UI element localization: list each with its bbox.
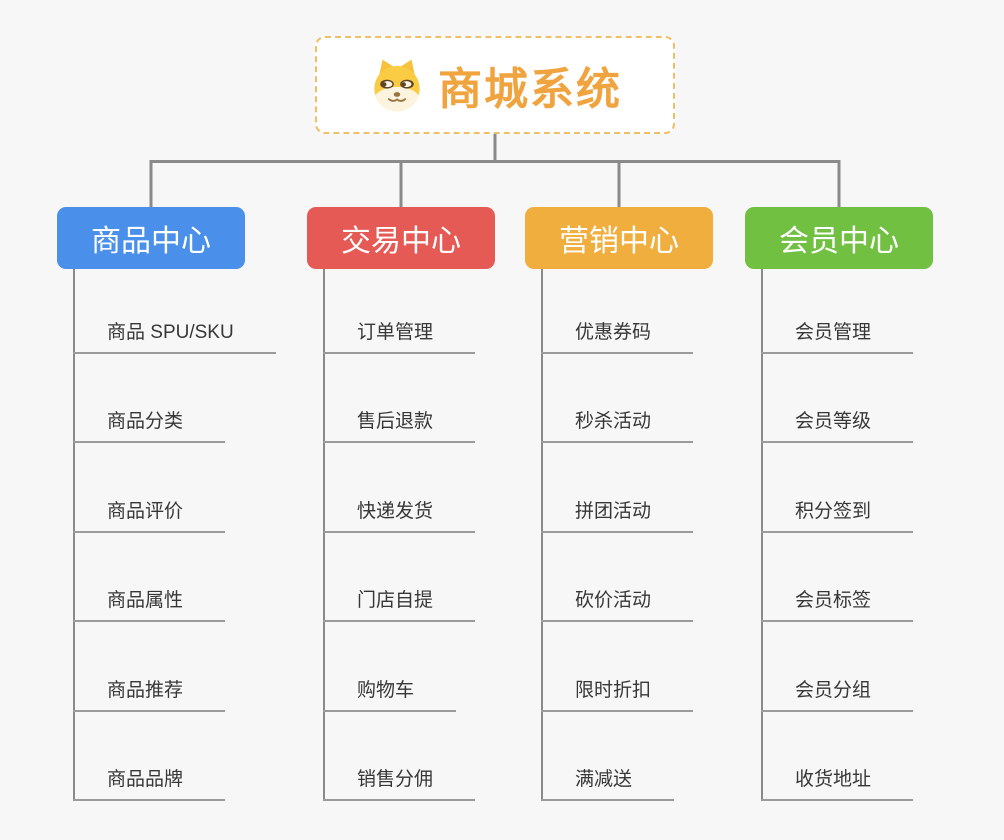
root-node[interactable]: 商城系统	[315, 36, 675, 134]
root-node-title: 商城系统	[438, 65, 622, 114]
branch-trunk-line-1	[323, 269, 325, 801]
branch-item[interactable]: 会员标签	[761, 588, 914, 623]
branch-item[interactable]: 商品属性	[73, 588, 226, 623]
branch-item[interactable]: 商品分类	[73, 409, 226, 444]
branch-item[interactable]: 商品品牌	[73, 767, 226, 801]
dog-face-icon	[374, 59, 420, 112]
branch-item[interactable]: 销售分佣	[323, 767, 476, 801]
branch-node-2[interactable]: 营销中心	[525, 207, 713, 269]
branch-item[interactable]: 购物车	[323, 678, 457, 712]
branch-item[interactable]: 订单管理	[323, 320, 476, 354]
branch-item[interactable]: 会员等级	[761, 409, 914, 444]
branch-item[interactable]: 商品评价	[73, 499, 226, 533]
branch-item[interactable]: 门店自提	[323, 588, 476, 623]
branch-item[interactable]: 会员分组	[761, 678, 914, 712]
branch-item[interactable]: 满减送	[541, 767, 675, 801]
branch-node-3[interactable]: 会员中心	[745, 207, 933, 269]
branch-trunk-line-3	[761, 269, 763, 801]
branch-trunk-line-0	[73, 269, 75, 801]
branch-item[interactable]: 商品 SPU/SKU	[73, 320, 276, 354]
branch-item[interactable]: 会员管理	[761, 320, 914, 354]
branch-item[interactable]: 商品推荐	[73, 678, 226, 712]
branch-item[interactable]: 快递发货	[323, 499, 476, 533]
branch-item[interactable]: 砍价活动	[541, 588, 694, 623]
branch-node-1[interactable]: 交易中心	[307, 207, 495, 269]
branch-item[interactable]: 拼团活动	[541, 499, 694, 533]
branch-item[interactable]: 收货地址	[761, 767, 914, 801]
branch-trunk-line-2	[541, 269, 543, 801]
branch-node-0[interactable]: 商品中心	[57, 207, 245, 269]
branch-item[interactable]: 优惠券码	[541, 320, 694, 354]
branch-item[interactable]: 售后退款	[323, 409, 476, 444]
branch-item[interactable]: 秒杀活动	[541, 409, 694, 444]
branch-item[interactable]: 限时折扣	[541, 678, 694, 712]
branch-item[interactable]: 积分签到	[761, 499, 914, 533]
